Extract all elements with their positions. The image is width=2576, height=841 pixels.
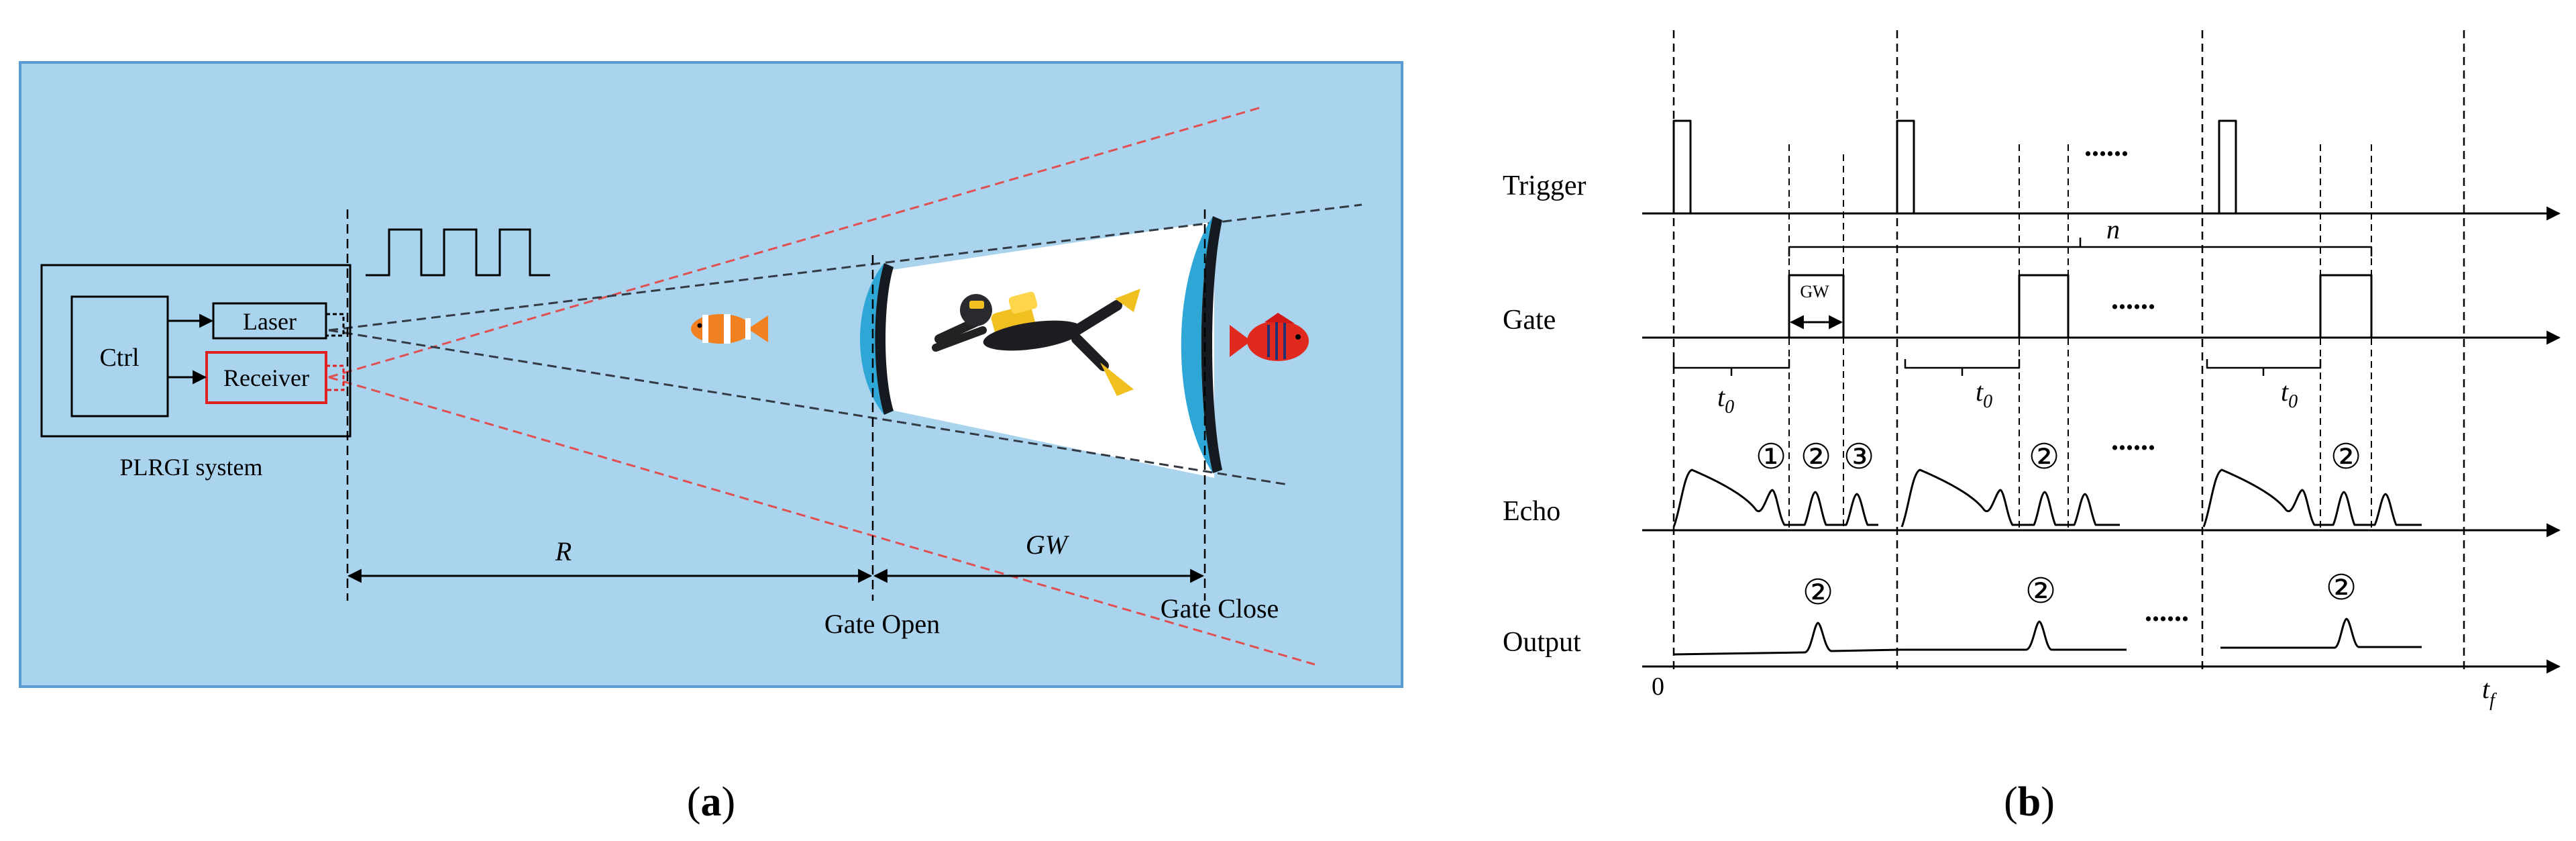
time-origin-label: 0 — [1652, 673, 1664, 701]
echo-waveform-3 — [2202, 468, 2422, 528]
laser-label: Laser — [243, 308, 297, 335]
receiver-label: Receiver — [223, 364, 309, 391]
beam-line-upper — [328, 203, 1362, 332]
output-waveform-1 — [1673, 620, 2127, 656]
row-label-echo: Echo — [1503, 496, 1560, 527]
t0-bracket-2 — [1904, 359, 2021, 369]
trigger-pulse-2 — [1896, 119, 1915, 213]
gate-open-lens — [860, 263, 894, 415]
pulse-train-icon — [366, 228, 550, 277]
trigger-pulse-1 — [1672, 119, 1692, 213]
panel-b: Trigger Gate Echo Output ...... n GW ...… — [1503, 30, 2561, 825]
output-waveform-2 — [2220, 617, 2422, 649]
t0-bracket-1 — [1672, 359, 1790, 369]
laser-aperture — [325, 313, 345, 337]
tf-label: tf — [2482, 674, 2497, 711]
row-label-trigger: Trigger — [1503, 170, 1586, 201]
output-marker-1: ② — [1803, 574, 1834, 612]
n-bracket — [1788, 246, 2373, 256]
echo-waveform-2 — [1900, 468, 2120, 528]
gate-width-label: GW — [1026, 530, 1070, 560]
gate-ellipsis: ...... — [2111, 283, 2155, 315]
trigger-ellipsis: ...... — [2084, 130, 2129, 162]
red-fish-icon — [1230, 313, 1309, 361]
t0-bracket-3 — [2206, 359, 2322, 369]
echo-marker-2b: ② — [2029, 438, 2060, 477]
row-label-gate: Gate — [1503, 305, 1556, 336]
ctrl-box — [70, 295, 169, 417]
fov-line-lower — [328, 376, 1316, 666]
t0-label-1: t0 — [1717, 382, 1734, 417]
gate-close-lens — [1181, 216, 1222, 473]
ctrl-label: Ctrl — [99, 344, 139, 372]
receiver-aperture — [325, 364, 345, 391]
output-marker-3: ② — [2326, 569, 2357, 607]
t0-label-2: t0 — [1976, 377, 1992, 412]
caption-a: (a) — [687, 779, 735, 825]
plrgi-system-label: PLRGI system — [119, 454, 262, 481]
panel-a: Ctrl Laser Receiver PLRGI system R GW Ga… — [19, 61, 1403, 825]
gate-close-label: Gate Close — [1161, 593, 1279, 624]
gated-volume — [879, 221, 1214, 478]
t0-label-3: t0 — [2281, 377, 2298, 412]
range-label: R — [555, 536, 572, 566]
output-ellipsis: ...... — [2145, 595, 2189, 628]
row-label-output: Output — [1503, 627, 1581, 658]
caption-b: (b) — [2004, 779, 2055, 825]
gw-label: GW — [1800, 282, 1829, 301]
echo-marker-1: ① — [1756, 438, 1787, 477]
output-marker-2: ② — [2025, 573, 2057, 611]
plrgi-system-box — [40, 264, 352, 438]
gate-pulse-2 — [2018, 274, 2070, 338]
diver-icon — [932, 289, 1140, 396]
gate-open-label: Gate Open — [824, 609, 940, 639]
gate-pulse-1 — [1788, 274, 1845, 338]
echo-marker-2c: ② — [2330, 438, 2362, 477]
clownfish-icon — [691, 314, 768, 344]
gate-pulse-3 — [2319, 274, 2373, 338]
trigger-pulse-3 — [2218, 119, 2237, 213]
echo-ellipsis: ...... — [2111, 424, 2155, 456]
n-label: n — [2106, 214, 2120, 244]
echo-marker-2a: ② — [1801, 438, 1832, 477]
echo-marker-3: ③ — [1843, 438, 1875, 477]
echo-waveform-1 — [1672, 468, 1878, 528]
